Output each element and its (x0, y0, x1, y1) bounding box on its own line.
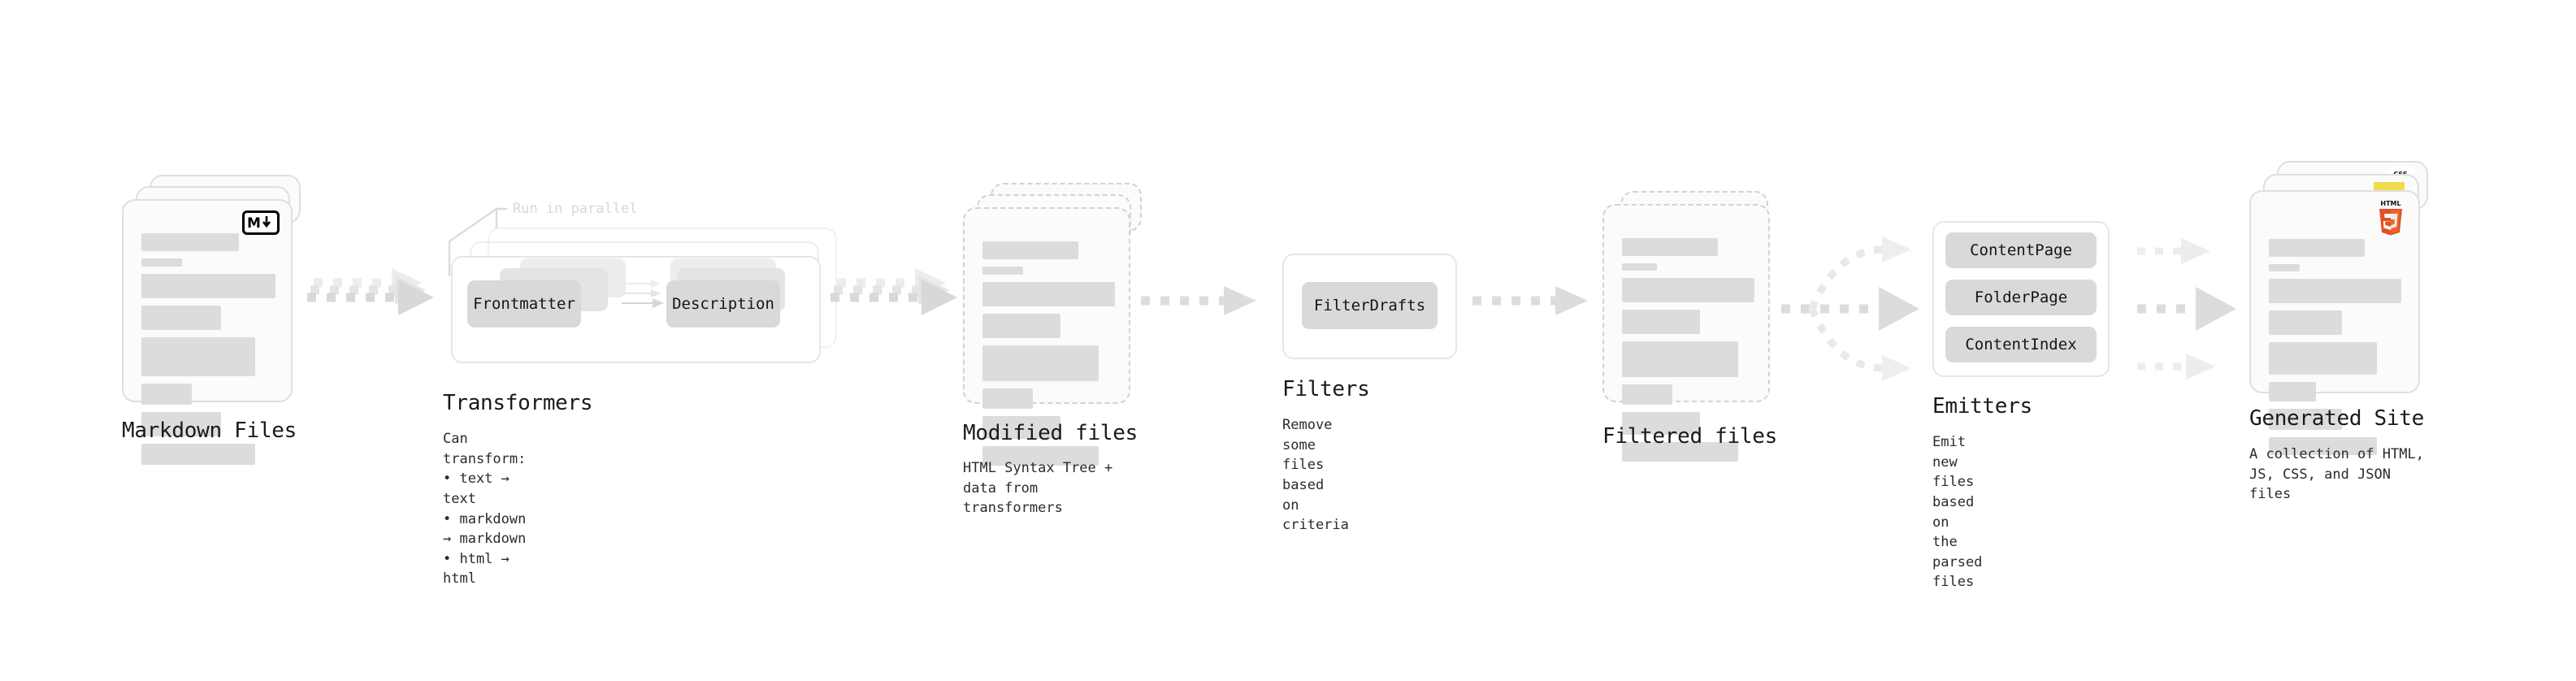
connector-filtered-to-emitters (1780, 232, 1934, 386)
stage-subtitle-modified-files: HTML Syntax Tree + data from transformer… (963, 460, 1113, 517)
chip-contentpage[interactable]: ContentPage (1945, 232, 2097, 268)
chip-folderpage-label: FolderPage (1974, 288, 2068, 306)
stage-title-transformers: Transformers (443, 391, 593, 415)
chip-filterdrafts-label: FilterDrafts (1313, 297, 1426, 314)
transformer-inner-arrows-icon (622, 280, 664, 308)
chip-contentindex-label: ContentIndex (1965, 336, 2077, 354)
chip-contentpage-label: ContentPage (1970, 241, 2072, 259)
dashed-arrow-multi-icon (830, 268, 957, 315)
skeleton-lines (2269, 239, 2401, 462)
stage-generated-site: CSS HTML (2249, 161, 2432, 502)
run-in-parallel-bracket-icon (448, 207, 508, 277)
dashed-arrow-fanout-icon (1781, 236, 1919, 381)
html5-icon: HTML (2374, 198, 2407, 237)
skeleton-lines (982, 241, 1115, 473)
connector-emitters-to-site (2136, 232, 2290, 386)
stage-title-filtered-files: Filtered files (1602, 424, 1777, 449)
stage-subtitle-generated-site: A collection of HTML, JS, CSS, and JSON … (2249, 446, 2424, 503)
chip-folderpage[interactable]: FolderPage (1945, 280, 2097, 315)
chip-frontmatter-label: Frontmatter (473, 295, 575, 313)
chip-contentindex[interactable]: ContentIndex (1945, 327, 2097, 362)
stage-subtitle-filters: Remove some files based on criteria (1282, 417, 1349, 534)
chip-description[interactable]: Description (666, 280, 780, 327)
dashed-arrow-fanin-icon (2137, 238, 2236, 380)
markdown-icon: M (242, 210, 280, 235)
stage-modified-files: Modified files HTML Syntax Tree + data f… (963, 183, 1142, 516)
dashed-arrow-single-icon (1141, 286, 1256, 315)
chip-frontmatter[interactable]: Frontmatter (467, 280, 581, 327)
run-in-parallel-label: Run in parallel (513, 201, 638, 217)
dashed-arrow-single-icon (1472, 286, 1588, 315)
filtered-card-front (1602, 204, 1770, 462)
stage-title-emitters: Emitters (1932, 394, 2032, 419)
connector-modified-to-filters (1139, 276, 1261, 325)
chip-description-label: Description (672, 295, 774, 313)
stage-subtitle-transformers: Can transform: • text → text • markdown … (443, 431, 527, 588)
stage-title-markdown-files: Markdown Files (122, 419, 297, 443)
svg-text:M: M (247, 215, 261, 230)
stage-title-generated-site: Generated Site (2249, 406, 2424, 431)
stage-title-filters: Filters (1282, 377, 1370, 401)
modified-card-front (963, 207, 1130, 466)
stage-filtered-files: Filtered files (1602, 191, 1781, 462)
stage-subtitle-emitters: Emit new files based on the parsed files (1932, 434, 1983, 591)
dashed-arrow-multi-icon (307, 268, 434, 315)
connector-transformers-to-modified (830, 244, 961, 341)
chip-filterdrafts[interactable]: FilterDrafts (1302, 282, 1438, 329)
skeleton-lines (1622, 238, 1754, 469)
site-card-front: HTML (2249, 190, 2420, 455)
connector-filters-to-filtered (1471, 276, 1593, 325)
stage-markdown-files: M Markdown Files (122, 175, 301, 465)
markdown-card-front: M (122, 199, 293, 465)
svg-text:HTML: HTML (2380, 200, 2400, 207)
stage-title-modified-files: Modified files (963, 421, 1138, 445)
skeleton-lines (141, 233, 275, 472)
connector-md-to-transformers (307, 244, 437, 341)
